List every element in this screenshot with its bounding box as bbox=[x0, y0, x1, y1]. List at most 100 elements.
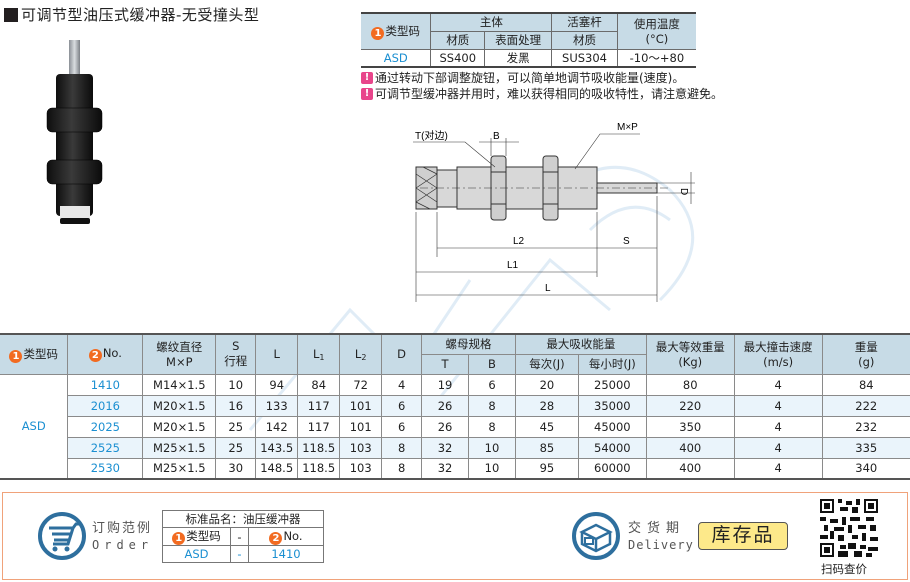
type-code-cell[interactable]: ASD bbox=[0, 373, 69, 480]
no-cell[interactable]: 2525 bbox=[67, 436, 144, 459]
d-cell: 6 bbox=[381, 415, 423, 438]
thread-cell: M20×1.5 bbox=[142, 415, 217, 438]
shopping-cart-icon bbox=[38, 512, 86, 560]
d-cell: 8 bbox=[381, 436, 423, 459]
t-cell: 26 bbox=[421, 415, 470, 438]
per-hour-cell: 25000 bbox=[577, 373, 647, 396]
l1-cell: 118.5 bbox=[297, 436, 341, 459]
l2-cell: 101 bbox=[339, 394, 383, 417]
per-cycle-cell: 85 bbox=[514, 436, 579, 459]
label-l2: L2 bbox=[513, 236, 525, 247]
spec-row: ASD SS400 发黑 SUS304 -10～+80 bbox=[361, 48, 696, 68]
header-l2: L2 bbox=[339, 333, 383, 375]
bullet-2-icon: 2 bbox=[269, 531, 283, 545]
l2-cell: 72 bbox=[339, 373, 383, 396]
l2-cell: 103 bbox=[339, 457, 383, 480]
weight-cell: 340 bbox=[821, 457, 910, 480]
per-hour-cell: 54000 bbox=[577, 436, 647, 459]
label-l1: L1 bbox=[507, 260, 519, 271]
l-cell: 143.5 bbox=[255, 436, 299, 459]
l1-cell: 117 bbox=[297, 394, 341, 417]
b-cell: 8 bbox=[468, 415, 516, 438]
label-s: S bbox=[623, 236, 630, 247]
stroke-cell: 25 bbox=[215, 415, 257, 438]
qr-code-icon[interactable] bbox=[820, 499, 878, 557]
stroke-cell: 25 bbox=[215, 436, 257, 459]
header-l: L bbox=[255, 333, 299, 375]
no-cell[interactable]: 2530 bbox=[67, 457, 144, 480]
t-cell: 32 bbox=[421, 457, 470, 480]
no-cell[interactable]: 2025 bbox=[67, 415, 144, 438]
mass-cell: 350 bbox=[645, 415, 735, 438]
page-title: 可调节型油压式缓冲器-无受撞头型 bbox=[4, 4, 259, 25]
mass-cell: 220 bbox=[645, 394, 735, 417]
note-item: !可调节型缓冲器并用时，难以获得相同的吸收特性，请注意避免。 bbox=[361, 86, 723, 102]
thread-cell: M20×1.5 bbox=[142, 394, 217, 417]
stroke-cell: 16 bbox=[215, 394, 257, 417]
bullet-1-icon: 1 bbox=[371, 26, 385, 40]
per-cycle-cell: 95 bbox=[514, 457, 579, 480]
bullet-2-icon: 2 bbox=[88, 349, 102, 363]
label-l: L bbox=[545, 283, 551, 294]
spec-rod-material: SUS304 bbox=[551, 48, 618, 68]
label-t: T(对边) bbox=[415, 129, 448, 142]
header-l1: L1 bbox=[297, 333, 341, 375]
l-cell: 148.5 bbox=[255, 457, 299, 480]
mass-cell: 400 bbox=[645, 457, 735, 480]
no-cell[interactable]: 1410 bbox=[67, 373, 144, 396]
speed-cell: 4 bbox=[733, 415, 823, 438]
mass-cell: 80 bbox=[645, 373, 735, 396]
order-dash: - bbox=[230, 545, 249, 563]
header-d: D bbox=[381, 333, 423, 375]
thread-cell: M25×1.5 bbox=[142, 436, 217, 459]
note-item: !通过转动下部调整旋钮，可以简单地调节吸收能量(速度)。 bbox=[361, 70, 723, 86]
per-cycle-cell: 20 bbox=[514, 373, 579, 396]
spec-material: SS400 bbox=[430, 48, 486, 68]
speed-cell: 4 bbox=[733, 394, 823, 417]
per-cycle-cell: 28 bbox=[514, 394, 579, 417]
header-speed: 最大撞击速度(m/s) bbox=[733, 333, 823, 375]
l-cell: 94 bbox=[255, 373, 299, 396]
b-cell: 6 bbox=[468, 373, 516, 396]
in-stock-badge[interactable]: 库存品 bbox=[698, 522, 788, 550]
d-cell: 6 bbox=[381, 394, 423, 417]
l2-cell: 101 bbox=[339, 415, 383, 438]
header-mass: 最大等效重量(Kg) bbox=[645, 333, 735, 375]
spec-header-rod: 活塞杆 bbox=[551, 12, 618, 32]
spec-type-code[interactable]: ASD bbox=[361, 48, 432, 68]
product-photo bbox=[46, 40, 103, 224]
spec-header-surface: 表面处理 bbox=[484, 30, 553, 50]
label-mxp: M×P bbox=[617, 122, 638, 133]
l1-cell: 84 bbox=[297, 373, 341, 396]
no-cell[interactable]: 2016 bbox=[67, 394, 144, 417]
notes: !通过转动下部调整旋钮，可以简单地调节吸收能量(速度)。 !可调节型缓冲器并用时… bbox=[361, 70, 723, 102]
weight-cell: 335 bbox=[821, 436, 910, 459]
order-type-value: ASD bbox=[162, 545, 231, 563]
header-weight: 重量(g) bbox=[821, 333, 910, 375]
delivery-label: 交货期 Delivery bbox=[628, 521, 694, 552]
weight-cell: 84 bbox=[821, 373, 910, 396]
t-cell: 26 bbox=[421, 394, 470, 417]
l1-cell: 118.5 bbox=[297, 457, 341, 480]
header-nut: 螺母规格 bbox=[421, 333, 516, 355]
b-cell: 10 bbox=[468, 436, 516, 459]
weight-cell: 222 bbox=[821, 394, 910, 417]
order-no-value: 1410 bbox=[248, 545, 324, 563]
l-cell: 133 bbox=[255, 394, 299, 417]
table-row: 2016 M20×1.5 16 133 117 101 6 26 8 28 35… bbox=[0, 394, 910, 417]
d-cell: 4 bbox=[381, 373, 423, 396]
spec-temp: -10～+80 bbox=[616, 48, 696, 68]
stroke-cell: 30 bbox=[215, 457, 257, 480]
table-row: 2025 M20×1.5 25 142 117 101 6 26 8 45 45… bbox=[0, 415, 910, 438]
order-dash: - bbox=[230, 527, 249, 546]
delivery-box-icon bbox=[572, 512, 620, 560]
title-square-icon bbox=[4, 7, 18, 22]
table-row: 2525 M25×1.5 25 143.5 118.5 103 8 32 10 … bbox=[0, 436, 910, 459]
